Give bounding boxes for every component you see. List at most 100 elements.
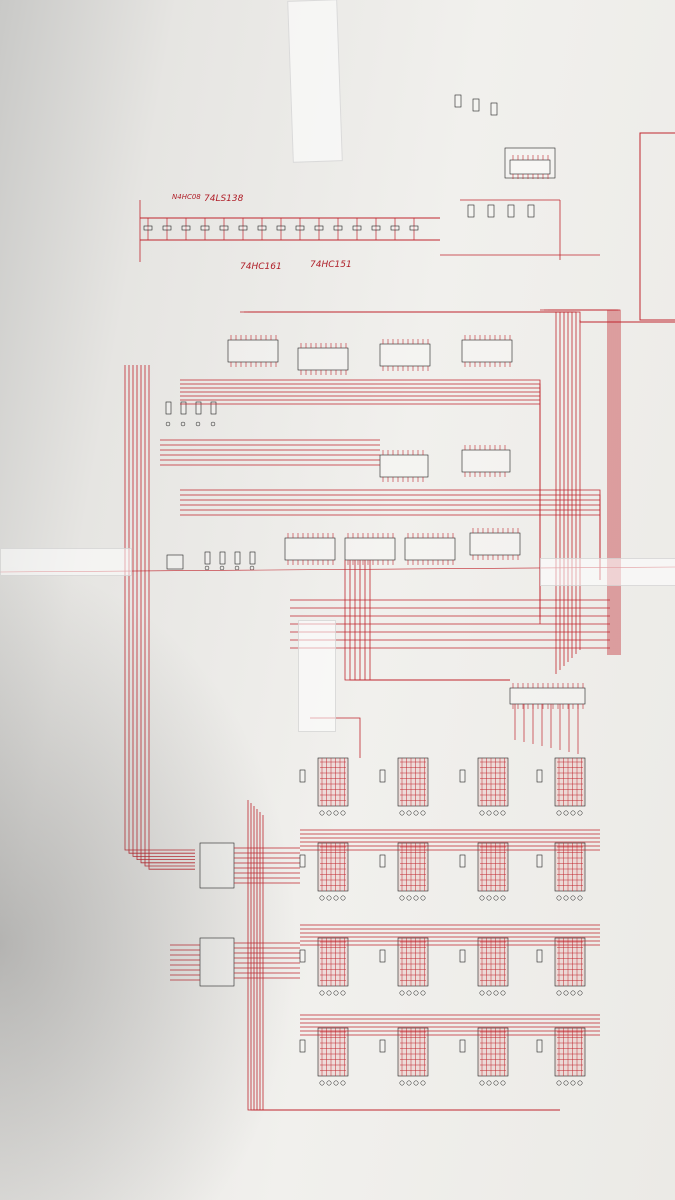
bus-right bbox=[560, 309, 611, 655]
capacitor bbox=[333, 225, 343, 231]
diode-icon bbox=[413, 990, 419, 996]
capacitor bbox=[219, 225, 229, 231]
bus-v bbox=[364, 560, 510, 681]
diode-icon bbox=[333, 895, 339, 901]
diode-icon bbox=[577, 990, 583, 996]
switch-matrix-3-3 bbox=[554, 1027, 586, 1077]
resistor bbox=[467, 204, 475, 218]
diode-icon bbox=[493, 990, 499, 996]
switch-matrix-0-3 bbox=[554, 757, 586, 807]
bus-right bbox=[544, 309, 619, 655]
bus-left bbox=[128, 365, 195, 854]
handwritten-note-4: 74HC151 bbox=[310, 260, 352, 270]
diode-icon bbox=[493, 1080, 499, 1086]
led-icon bbox=[204, 565, 210, 571]
bus-v bbox=[349, 560, 510, 681]
capacitor bbox=[314, 225, 324, 231]
capacitor bbox=[352, 225, 362, 231]
led-icon bbox=[234, 565, 240, 571]
switch-matrix-2-3 bbox=[554, 937, 586, 987]
led-icon bbox=[165, 421, 171, 427]
diode-icon bbox=[319, 1080, 325, 1086]
bus-v bbox=[359, 560, 510, 681]
switch-matrix-1-0 bbox=[317, 842, 349, 892]
frame-wire bbox=[639, 132, 675, 321]
ic-shift-register bbox=[509, 687, 586, 705]
led-icon bbox=[195, 421, 201, 427]
bottom-bus bbox=[262, 815, 560, 1111]
diode-icon bbox=[493, 895, 499, 901]
resistor bbox=[219, 551, 226, 565]
ic-row1-2 bbox=[379, 343, 431, 367]
switch-matrix-0-2 bbox=[477, 757, 509, 807]
diode-icon bbox=[319, 810, 325, 816]
switch-matrix-2-0 bbox=[317, 937, 349, 987]
capacitor bbox=[238, 225, 248, 231]
capacitor bbox=[257, 225, 267, 231]
resistor bbox=[165, 401, 172, 415]
resistor bbox=[459, 949, 466, 963]
diode-icon bbox=[406, 990, 412, 996]
capacitor bbox=[143, 225, 153, 231]
bus-left bbox=[140, 365, 195, 864]
ic-decoder-1 bbox=[199, 842, 235, 889]
switch-matrix-0-1 bbox=[397, 757, 429, 807]
resistor bbox=[459, 854, 466, 868]
bus-left bbox=[136, 365, 195, 860]
capacitor bbox=[181, 225, 191, 231]
diode-icon bbox=[340, 810, 346, 816]
diode-icon bbox=[577, 810, 583, 816]
diode-icon bbox=[563, 1080, 569, 1086]
resistor bbox=[536, 854, 543, 868]
tape-middle-right bbox=[540, 558, 675, 586]
resistor bbox=[527, 204, 535, 218]
bus-right bbox=[564, 309, 609, 655]
resistor bbox=[210, 401, 217, 415]
ic-row3-2 bbox=[404, 537, 456, 561]
bus-left bbox=[132, 365, 195, 857]
diode-icon bbox=[563, 895, 569, 901]
diode-icon bbox=[413, 1080, 419, 1086]
resistor bbox=[490, 102, 498, 116]
diode-icon bbox=[399, 895, 405, 901]
diode-icon bbox=[570, 810, 576, 816]
diode-icon bbox=[420, 895, 426, 901]
ic-row3-1 bbox=[344, 537, 396, 561]
diode-icon bbox=[326, 990, 332, 996]
switch-matrix-1-2 bbox=[477, 842, 509, 892]
switch-matrix-2-2 bbox=[477, 937, 509, 987]
diode-icon bbox=[570, 1080, 576, 1086]
diode-icon bbox=[406, 810, 412, 816]
resistor bbox=[459, 769, 466, 783]
diode-icon bbox=[340, 990, 346, 996]
led-icon bbox=[210, 421, 216, 427]
diode-icon bbox=[413, 895, 419, 901]
diode-icon bbox=[577, 1080, 583, 1086]
diode-icon bbox=[326, 895, 332, 901]
diode-icon bbox=[420, 810, 426, 816]
diode-icon bbox=[340, 1080, 346, 1086]
ic-timer bbox=[504, 147, 556, 179]
diode-icon bbox=[319, 895, 325, 901]
resistor bbox=[379, 854, 386, 868]
diode-icon bbox=[406, 895, 412, 901]
capacitor bbox=[409, 225, 419, 231]
capacitor bbox=[162, 225, 172, 231]
resistor bbox=[379, 1039, 386, 1053]
bus-left bbox=[148, 365, 195, 870]
resistor bbox=[234, 551, 241, 565]
bus-v bbox=[354, 560, 510, 681]
diode-icon bbox=[556, 990, 562, 996]
handwritten-note-2: 74LS138 bbox=[204, 194, 244, 204]
resistor bbox=[204, 551, 211, 565]
diode-icon bbox=[340, 895, 346, 901]
diode-icon bbox=[500, 895, 506, 901]
ic-small bbox=[166, 554, 184, 570]
ic-row3-0 bbox=[284, 537, 336, 561]
resistor bbox=[299, 769, 306, 783]
resistor bbox=[536, 769, 543, 783]
capacitor bbox=[390, 225, 400, 231]
tape-bottom bbox=[298, 620, 336, 732]
resistor bbox=[195, 401, 202, 415]
